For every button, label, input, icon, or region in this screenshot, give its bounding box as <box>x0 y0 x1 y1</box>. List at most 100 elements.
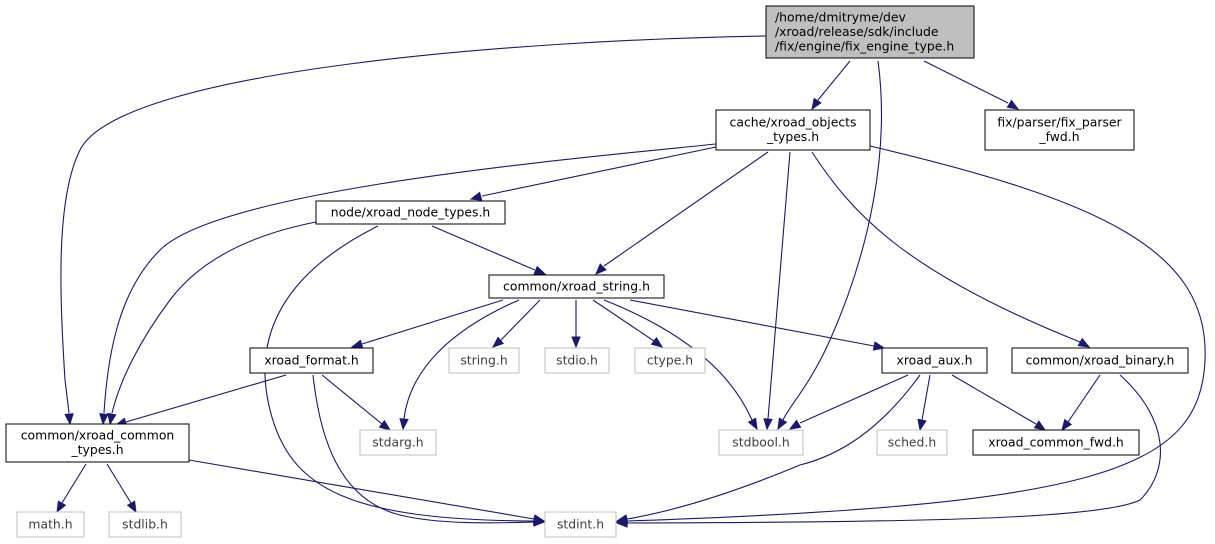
edge-line <box>603 151 769 267</box>
edge-line <box>403 299 520 420</box>
node-label: stdarg.h <box>372 434 423 449</box>
node-label: stdlib.h <box>122 516 168 531</box>
node-label: stdio.h <box>556 352 598 367</box>
node-string[interactable]: common/xroad_string.h <box>488 274 665 299</box>
node-schedh[interactable]: sched.h <box>876 429 948 456</box>
edge-root-to-parserfwd <box>923 60 1020 110</box>
arrowhead <box>350 339 364 349</box>
arrowhead <box>763 418 773 431</box>
arrowhead <box>56 500 67 514</box>
arrowhead <box>747 417 758 431</box>
edge-line <box>61 463 87 504</box>
node-box <box>544 347 610 374</box>
edge-binary-to-stdinth <box>615 374 1161 528</box>
arrowhead <box>107 412 117 426</box>
arrowhead <box>1006 99 1020 110</box>
arrowhead <box>788 419 802 430</box>
node-label: sched.h <box>888 434 936 449</box>
node-label: common/xroad_binary.h <box>1026 352 1175 367</box>
edge-line <box>106 463 132 504</box>
node-stdboolh[interactable]: stdbool.h <box>718 429 804 456</box>
node-mathh[interactable]: math.h <box>16 511 85 538</box>
node-parserfwd[interactable]: fix/parser/fix_parser_fwd.h <box>984 109 1135 151</box>
edge-line <box>799 374 909 424</box>
node-box <box>984 109 1135 151</box>
node-box <box>359 429 437 456</box>
edge-objtypes-to-string <box>595 151 769 275</box>
edge-line <box>111 221 317 414</box>
node-box <box>16 511 85 538</box>
edge-objtypes-to-commontypes <box>99 143 717 426</box>
arrowhead <box>917 418 927 432</box>
node-label: xroad_format.h <box>264 352 359 367</box>
node-stringh[interactable]: string.h <box>448 347 520 374</box>
nodes-layer: /home/dmitryme/dev/xroad/release/sdk/inc… <box>5 5 1189 538</box>
node-label: cache/xroad_objects <box>730 115 857 130</box>
node-label: string.h <box>460 352 507 367</box>
node-label: _fwd.h <box>1038 129 1079 144</box>
node-box <box>718 429 804 456</box>
node-stdargh[interactable]: stdarg.h <box>359 429 437 456</box>
edge-line <box>60 35 767 414</box>
node-aux[interactable]: xroad_aux.h <box>881 347 988 374</box>
node-label: /fix/engine/fix_engine_type.h <box>775 38 954 53</box>
edge-line <box>921 374 931 421</box>
node-nodetypes[interactable]: node/xroad_node_types.h <box>315 200 506 225</box>
node-stdinth[interactable]: stdint.h <box>544 511 617 538</box>
node-ctypeh[interactable]: ctype.h <box>634 347 706 374</box>
edge-line <box>782 60 882 421</box>
arrowhead <box>532 514 546 524</box>
node-objtypes[interactable]: cache/xroad_objects_types.h <box>715 109 871 151</box>
arrowhead <box>872 341 886 351</box>
edge-line <box>811 151 1081 343</box>
node-box <box>544 511 617 538</box>
node-box <box>5 423 190 463</box>
node-commonfwd[interactable]: xroad_common_fwd.h <box>972 429 1140 456</box>
edge-format-to-commontypes <box>114 374 287 427</box>
edge-line <box>592 299 655 342</box>
node-stdioh[interactable]: stdio.h <box>544 347 610 374</box>
edge-nodetypes-to-commontypes <box>107 221 317 426</box>
edge-line <box>321 374 383 425</box>
edge-nodetypes-to-string <box>431 225 547 275</box>
node-label: ctype.h <box>647 352 693 367</box>
arrowhead <box>777 417 788 431</box>
node-box <box>634 347 706 374</box>
arrowhead <box>1033 420 1047 431</box>
edge-line <box>951 374 1037 425</box>
node-box <box>881 347 988 374</box>
arrowhead <box>64 413 74 426</box>
node-box <box>108 511 182 538</box>
edges-layer <box>56 35 1206 528</box>
edge-line <box>481 146 717 197</box>
edge-line <box>312 374 535 524</box>
edge-string-to-aux <box>629 299 886 351</box>
node-format[interactable]: xroad_format.h <box>249 347 374 374</box>
edge-aux-to-commonfwd <box>951 374 1047 431</box>
edge-string-to-ctypeh <box>592 299 664 348</box>
node-label: /home/dmitryme/dev <box>775 9 906 24</box>
node-label: xroad_aux.h <box>897 352 973 367</box>
edge-line <box>767 151 791 420</box>
node-label: node/xroad_node_types.h <box>331 204 491 219</box>
node-box <box>448 347 520 374</box>
arrowhead <box>650 336 664 348</box>
edge-line <box>499 299 541 342</box>
node-box <box>972 429 1140 456</box>
arrowhead <box>571 336 581 349</box>
node-stdlibh[interactable]: stdlib.h <box>108 511 182 538</box>
node-binary[interactable]: common/xroad_binary.h <box>1011 347 1189 374</box>
edge-objtypes-to-stdinth <box>615 145 1206 526</box>
node-box <box>765 5 975 59</box>
arrowhead <box>491 336 505 348</box>
edge-aux-to-stdboolh <box>788 374 909 430</box>
edge-line <box>188 459 535 520</box>
arrowhead <box>615 518 628 528</box>
arrowhead <box>469 191 483 201</box>
arrowhead <box>811 97 822 111</box>
node-root[interactable]: /home/dmitryme/dev/xroad/release/sdk/inc… <box>765 5 975 59</box>
arrowhead <box>378 419 392 431</box>
arrowhead <box>595 263 607 275</box>
node-commontypes[interactable]: common/xroad_common_types.h <box>5 423 190 463</box>
